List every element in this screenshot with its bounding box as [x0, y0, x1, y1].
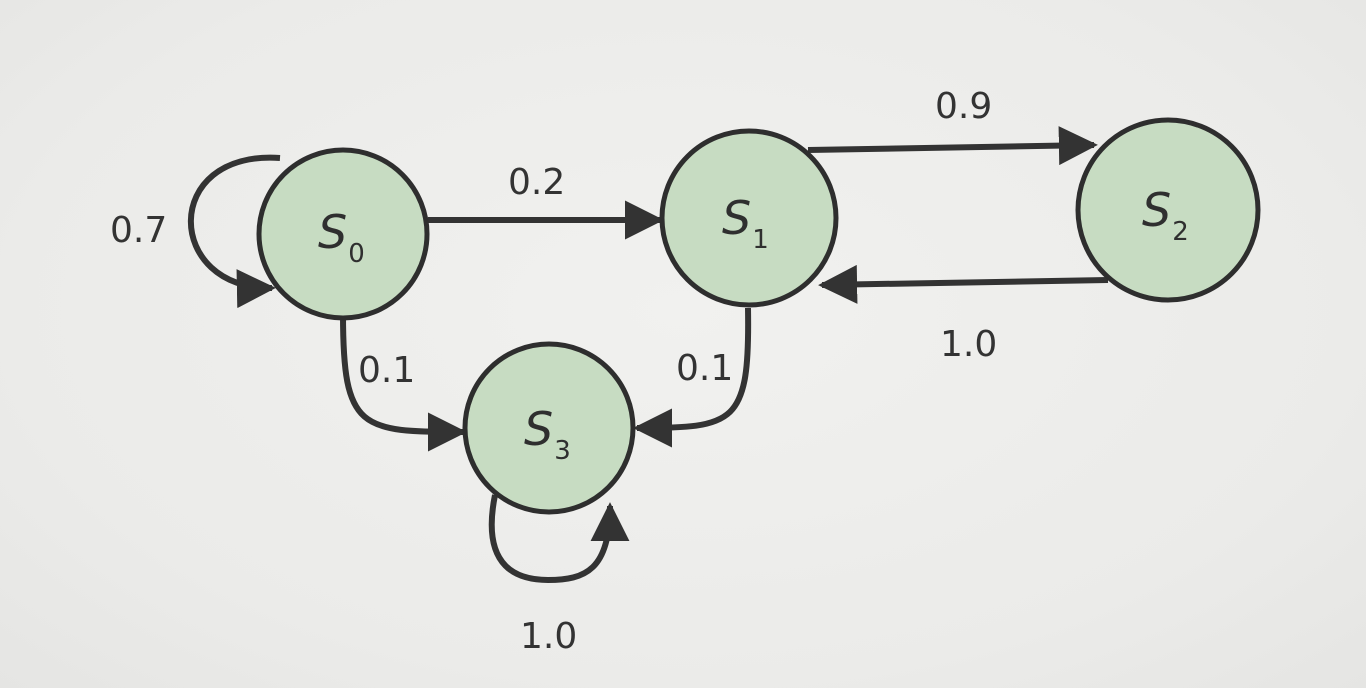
state-s2: S2	[1075, 117, 1261, 303]
state-s3-label: S3	[524, 402, 571, 466]
prob-s3-s3: 1.0	[520, 616, 577, 657]
edge-s0-s3	[340, 313, 467, 452]
prob-s2-s1: 1.0	[940, 324, 997, 365]
prob-s1-s2: 0.9	[935, 86, 992, 127]
edge-s1-s3	[633, 307, 752, 448]
prob-s0-s1: 0.2	[508, 162, 565, 203]
state-s2-label: S2	[1142, 183, 1189, 247]
edge-s1-s2	[807, 126, 1098, 166]
edge-s3-s3	[488, 494, 630, 584]
state-s2-circle	[1075, 117, 1261, 303]
state-s1: S1	[659, 128, 839, 308]
state-s0-circle	[256, 147, 430, 321]
edge-s0-s0	[187, 154, 281, 309]
state-s0: S0	[256, 147, 430, 321]
state-s1-label: S1	[722, 191, 769, 255]
state-s3-circle	[462, 341, 636, 515]
prob-s0-s3: 0.1	[358, 350, 415, 391]
prob-s0-s0: 0.7	[110, 210, 167, 251]
edge-s2-s1	[818, 264, 1109, 304]
state-s0-label: S0	[318, 205, 365, 269]
prob-s1-s3: 0.1	[676, 348, 733, 389]
state-s1-circle	[659, 128, 839, 308]
state-s3: S3	[462, 341, 636, 515]
